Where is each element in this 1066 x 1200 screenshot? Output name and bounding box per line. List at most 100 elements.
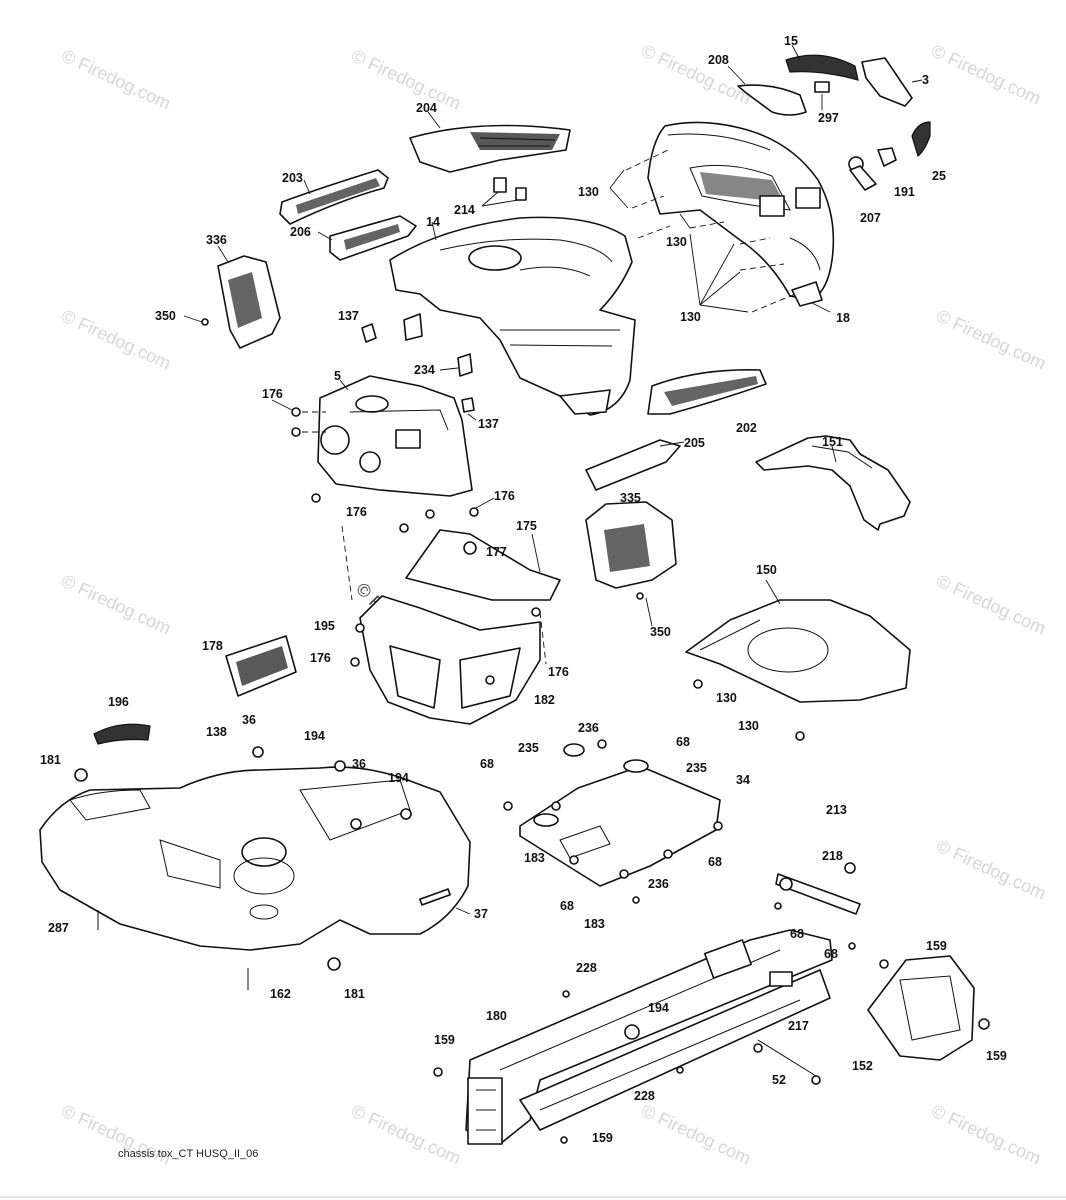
part-335-side-panel — [585, 501, 677, 627]
part-206-vent — [317, 215, 417, 261]
watermark: © Firedog.com — [58, 45, 174, 113]
diagram-code: chassis tox_CT HUSQ_II_06 — [118, 1148, 259, 1160]
part-175-plate — [405, 529, 561, 601]
callout-181: 181 — [40, 753, 61, 767]
part-218-bracket — [774, 862, 861, 950]
watermark: © Firedog.com — [933, 835, 1049, 903]
watermark: © Firedog.com — [933, 570, 1049, 638]
callout-176: 176 — [548, 665, 569, 679]
callout-214: 214 — [454, 203, 475, 217]
callout-235: 235 — [686, 761, 707, 775]
callout-196: 196 — [108, 695, 129, 709]
hood-fastener-leaders — [609, 149, 831, 313]
callout-202: 202 — [736, 421, 757, 435]
callout-15: 15 — [784, 34, 798, 48]
callout-235: 235 — [518, 741, 539, 755]
part-fender-fasteners — [74, 746, 412, 990]
callout-176: 176 — [346, 505, 367, 519]
callout-287: 287 — [48, 921, 69, 935]
callout-180: 180 — [486, 1009, 507, 1023]
callout-5: 5 — [334, 369, 341, 383]
callout-37: 37 — [474, 907, 488, 921]
part-14-hood-shell — [389, 216, 636, 416]
callout-203: 203 — [282, 171, 303, 185]
part-204-hood-panel — [409, 111, 571, 173]
callout-218: 218 — [822, 849, 843, 863]
watermark: © Firedog.com — [58, 570, 174, 638]
callout-234: 234 — [414, 363, 435, 377]
bottom-divider — [0, 1196, 1066, 1198]
callout-68: 68 — [790, 927, 804, 941]
callout-162: 162 — [270, 987, 291, 1001]
callout-36: 36 — [352, 757, 366, 771]
part-196-emblem — [93, 723, 151, 745]
callout-183: 183 — [524, 851, 545, 865]
callout-213: 213 — [826, 803, 847, 817]
part-3-cover — [861, 57, 923, 107]
callout-205: 205 — [684, 436, 705, 450]
callout-181: 181 — [344, 987, 365, 1001]
part-37-fender — [39, 766, 471, 951]
callout-183: 183 — [584, 917, 605, 931]
callout-177: 177 — [486, 545, 507, 559]
callout-130: 130 — [680, 310, 701, 324]
callout-137: 137 — [338, 309, 359, 323]
part-34-plate — [503, 739, 723, 904]
callout-194: 194 — [304, 729, 325, 743]
callout-130: 130 — [578, 185, 599, 199]
callout-206: 206 — [290, 225, 311, 239]
callout-68: 68 — [676, 735, 690, 749]
callout-335: 335 — [620, 491, 641, 505]
callout-150: 150 — [756, 563, 777, 577]
part-152-rear-bracket — [867, 955, 990, 1061]
callout-178: 178 — [202, 639, 223, 653]
callout-68: 68 — [480, 757, 494, 771]
callout-194: 194 — [648, 1001, 669, 1015]
part-176-fasteners — [271, 399, 547, 667]
part-217-rod — [753, 1039, 821, 1085]
callout-191: 191 — [894, 185, 915, 199]
watermark: © Firedog.com — [348, 45, 464, 113]
part-207-bulb-socket — [848, 156, 877, 191]
callout-297: 297 — [818, 111, 839, 125]
callout-204: 204 — [416, 101, 437, 115]
part-195-knob — [355, 623, 365, 633]
callout-138: 138 — [206, 725, 227, 739]
part-205-panel — [585, 439, 685, 491]
callout-236: 236 — [578, 721, 599, 735]
callout-176: 176 — [494, 489, 515, 503]
callout-130: 130 — [738, 719, 759, 733]
callout-14: 14 — [426, 215, 440, 229]
callout-34: 34 — [736, 773, 750, 787]
callout-350: 350 — [155, 309, 176, 323]
watermark: © Firedog.com — [928, 1100, 1044, 1168]
callout-labels: 15 208 3 297 204 25 191 207 130 130 130 … — [40, 34, 1007, 1145]
callout-152: 152 — [852, 1059, 873, 1073]
part-180-frame — [465, 929, 833, 1145]
part-208-bracket — [727, 65, 830, 116]
callout-228: 228 — [634, 1089, 655, 1103]
callout-130: 130 — [716, 691, 737, 705]
callout-176: 176 — [262, 387, 283, 401]
callout-236: 236 — [648, 877, 669, 891]
callout-159: 159 — [986, 1049, 1007, 1063]
callout-36: 36 — [242, 713, 256, 727]
part-336-side-panel — [217, 245, 281, 349]
callout-159: 159 — [434, 1033, 455, 1047]
callout-350: 350 — [650, 625, 671, 639]
part-25-lens — [911, 121, 931, 158]
callout-217: 217 — [788, 1019, 809, 1033]
callout-182: 182 — [534, 693, 555, 707]
callout-159: 159 — [592, 1131, 613, 1145]
callout-176: 176 — [310, 651, 331, 665]
watermark: © Firedog.com — [348, 1100, 464, 1168]
callout-151: 151 — [822, 435, 843, 449]
callout-3: 3 — [922, 73, 929, 87]
callout-130: 130 — [666, 235, 687, 249]
part-5-dash-panel — [317, 375, 473, 497]
callout-228: 228 — [576, 961, 597, 975]
callout-207: 207 — [860, 211, 881, 225]
part-137-clip — [361, 323, 477, 421]
callout-25: 25 — [932, 169, 946, 183]
